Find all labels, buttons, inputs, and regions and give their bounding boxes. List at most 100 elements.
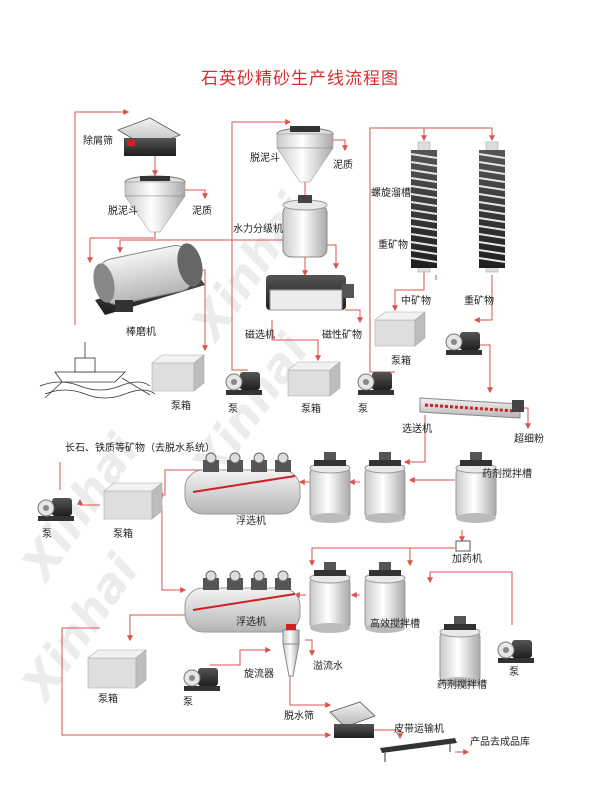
spiral-stripe <box>410 153 438 159</box>
spiral-stripe <box>478 233 506 239</box>
spiral-stripe <box>478 153 506 159</box>
rod-mill <box>93 243 205 315</box>
spiral-stripe <box>478 209 506 215</box>
spiral-stripe <box>478 185 506 191</box>
label-reagent-tank-2: 药剂搅拌槽 <box>437 680 487 691</box>
pump-box <box>151 354 205 392</box>
agitation-tank <box>309 562 351 633</box>
spiral-stripe <box>410 233 438 239</box>
hydrocyclone <box>282 624 300 677</box>
scalper-screen <box>117 117 181 156</box>
label-pump-2: 泵 <box>358 404 368 415</box>
label-heavy-mineral-1: 重矿物 <box>378 240 408 251</box>
label-desliming-hopper-2: 脱泥斗 <box>250 153 280 164</box>
label-dosing-machine: 加药机 <box>452 554 482 565</box>
label-heavy-mineral-2: 重矿物 <box>464 296 494 307</box>
screw-classifier <box>419 397 524 419</box>
agitation-tank <box>364 452 406 523</box>
label-pump-3: 泵 <box>42 529 52 540</box>
agitation-tank <box>439 616 481 687</box>
label-pump-box-4: 泵箱 <box>113 529 133 540</box>
page-title: 石英砂精砂生产线流程图 <box>201 69 399 89</box>
spiral-stripe <box>410 241 438 247</box>
pump-box <box>374 311 426 347</box>
hydraulic-classifier <box>282 195 328 258</box>
slurry-pump <box>225 372 262 395</box>
label-flotation-2: 浮选机 <box>236 617 266 628</box>
spiral-stripe <box>478 161 506 167</box>
label-magnetic-separator: 磁选机 <box>245 330 275 341</box>
label-hydraulic-classifier: 水力分级机 <box>233 224 283 235</box>
belt-conveyor <box>380 738 457 762</box>
spiral-stripe <box>410 177 438 183</box>
label-pump-4: 泵 <box>509 667 519 678</box>
spiral-stripe <box>478 249 506 255</box>
label-feldspar-note: 长石、铁质等矿物（去脱水系统） <box>65 443 215 454</box>
label-pump-1: 泵 <box>228 404 238 415</box>
spiral-stripe <box>410 249 438 255</box>
spiral-stripe <box>410 193 438 199</box>
magnetic-separator <box>266 275 354 311</box>
label-reagent-tank-1: 药剂搅拌槽 <box>482 469 532 480</box>
agitation-tanks <box>309 452 497 687</box>
spiral-stripe <box>410 201 438 207</box>
label-dewatering-screen: 脱水筛 <box>284 711 314 722</box>
label-tailing-2: 泥质 <box>333 160 353 171</box>
label-pump-box-1: 泵箱 <box>171 401 191 412</box>
spiral-stripe <box>410 225 438 231</box>
flotation-cell-bank <box>184 452 301 515</box>
dosing-machine <box>455 540 471 552</box>
spiral-stripe <box>410 161 438 167</box>
flotation-cell-bank <box>184 570 301 633</box>
spiral-chute-1 <box>411 141 437 273</box>
label-belt-conveyor: 皮带运输机 <box>394 724 444 735</box>
pump-box <box>103 482 163 520</box>
spiral-stripe <box>478 225 506 231</box>
label-hydrocyclone: 旋流器 <box>244 669 274 680</box>
label-rod-mill: 棒磨机 <box>126 327 156 338</box>
label-product-warehouse: 产品去成品库 <box>470 737 530 748</box>
spiral-stripe <box>478 217 506 223</box>
desliming-hopper-1 <box>124 175 186 233</box>
spiral-stripe <box>410 257 438 263</box>
agitation-tank <box>309 452 351 523</box>
label-pump-box-2: 泵箱 <box>301 404 321 415</box>
spiral-stripe <box>410 169 438 175</box>
flow-lines <box>59 109 531 755</box>
label-desliming-hopper-1: 脱泥斗 <box>108 206 138 217</box>
label-overflow: 溢流水 <box>313 661 343 672</box>
flotation-machines <box>184 452 301 633</box>
label-scalper: 除屑筛 <box>83 136 113 147</box>
slurry-pump <box>497 640 534 663</box>
label-screw-classifier: 选送机 <box>402 424 432 435</box>
dewatering-screen <box>329 701 376 738</box>
label-middlings: 中矿物 <box>401 296 431 307</box>
label-flotation-1: 浮选机 <box>236 516 266 527</box>
spiral-stripe <box>478 177 506 183</box>
label-high-efficiency-agitator: 高效搅拌槽 <box>370 619 420 630</box>
spiral-stripe <box>478 201 506 207</box>
label-ultrafine: 超细粉 <box>514 434 544 445</box>
label-spiral-chute: 螺旋溜槽 <box>371 188 411 199</box>
label-pump-5: 泵 <box>183 697 193 708</box>
spiral-stripes <box>410 153 506 263</box>
label-tailing-1: 泥质 <box>192 206 212 217</box>
dredger-boat <box>39 342 156 399</box>
spiral-stripe <box>478 193 506 199</box>
spiral-stripe <box>478 257 506 263</box>
agitation-tank <box>455 452 497 523</box>
spiral-stripe <box>410 217 438 223</box>
label-magnetic-minerals: 磁性矿物 <box>322 330 362 341</box>
desliming-hopper-2 <box>276 126 334 183</box>
agitation-tank <box>364 562 406 633</box>
slurry-pump <box>183 668 220 691</box>
spiral-stripe <box>478 241 506 247</box>
label-pump-box-5: 泵箱 <box>98 694 118 705</box>
pump-box <box>287 361 341 397</box>
spiral-stripe <box>410 209 438 215</box>
label-pump-box-3: 泵箱 <box>391 356 411 367</box>
spiral-stripe <box>410 185 438 191</box>
spiral-stripe <box>478 169 506 175</box>
